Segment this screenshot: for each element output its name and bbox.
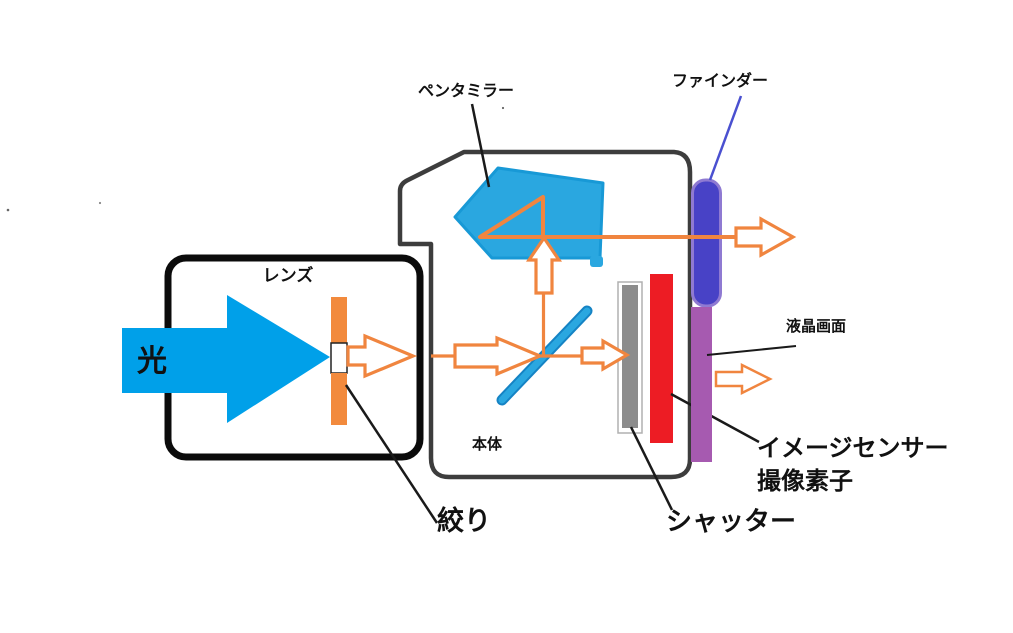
image-sensor-leader-line xyxy=(670,392,760,444)
stray-speck xyxy=(98,201,102,205)
label-light: 光 xyxy=(137,344,167,379)
up-light-arrow xyxy=(525,235,563,295)
shutter-leader-line xyxy=(629,426,674,511)
stray-speck xyxy=(501,106,505,110)
light-arrow-out-lcd xyxy=(714,362,773,396)
light-arrow-to-mirror xyxy=(453,335,545,377)
aperture-bottom-blade xyxy=(331,373,347,425)
label-pentamirror: ペンタミラー xyxy=(418,81,514,100)
pentamirror-leader-line xyxy=(470,103,491,188)
pentamirror-reflection-path xyxy=(478,195,545,239)
light-arrow-to-shutter xyxy=(580,338,631,372)
stray-speck xyxy=(6,208,10,212)
lcd-panel xyxy=(691,307,712,462)
label-image-sensor: イメージセンサー xyxy=(757,434,949,462)
lcd-leader-line xyxy=(706,345,797,356)
label-viewfinder: ファインダー xyxy=(672,71,768,90)
label-camera-body: 本体 xyxy=(472,435,503,453)
aperture-opening xyxy=(330,342,348,374)
light-arrow-out-viewfinder xyxy=(734,216,797,258)
label-lens: レンズ xyxy=(263,265,314,286)
aperture-leader-line xyxy=(344,384,439,524)
label-imaging-element: 撮像素子 xyxy=(757,467,853,495)
label-aperture: 絞り xyxy=(437,505,491,537)
viewfinder-eyepiece xyxy=(691,178,722,308)
label-lcd-screen: 液晶画面 xyxy=(786,317,846,335)
pentamirror-notch xyxy=(590,256,603,267)
image-sensor xyxy=(650,274,673,443)
shutter xyxy=(622,285,638,428)
light-arrow-after-aperture xyxy=(346,333,418,379)
light-beam-arrow xyxy=(122,295,330,423)
label-shutter: シャッター xyxy=(666,507,796,537)
viewfinder-leader-line xyxy=(708,95,743,181)
aperture-top-blade xyxy=(331,297,347,343)
